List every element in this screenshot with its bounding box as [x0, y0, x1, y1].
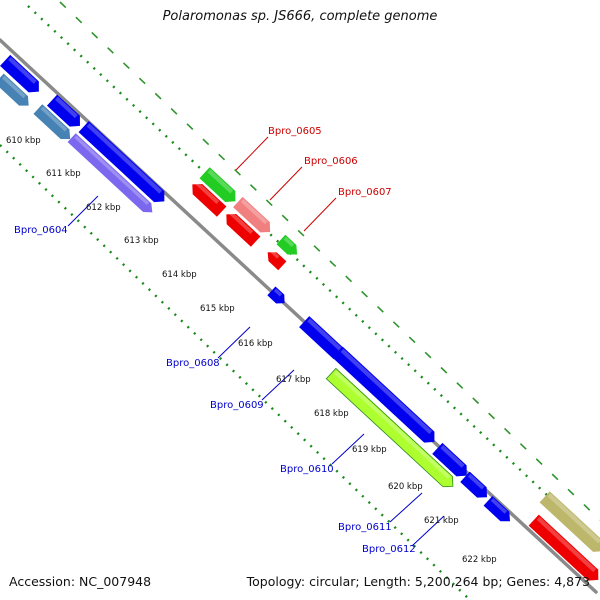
gene-label: Bpro_0612 [362, 544, 416, 555]
genome-summary-text: Topology: circular; Length: 5,200,264 bp… [246, 574, 590, 589]
tick-label: 619 kbp [352, 445, 387, 455]
gene-bar-0611 [432, 442, 467, 477]
tick-label: 615 kbp [200, 304, 235, 314]
gene-label: Bpro_0605 [268, 126, 322, 137]
gene-bar-0609 [332, 346, 435, 443]
callout-leader-line [269, 166, 303, 201]
tick-labels: 610 kbp 611 kbp 612 kbp 613 kbp 614 kbp 615 k… [6, 136, 497, 565]
gene-bar-0604 [67, 133, 153, 213]
tick-label: 622 kbp [462, 555, 497, 565]
gene-features [0, 54, 600, 581]
gene-bar-0605 [192, 181, 227, 217]
gene-label: Bpro_0610 [280, 464, 334, 475]
callout-leader-line [217, 326, 251, 359]
gene-callouts: Bpro_0604 Bpro_0605Bpro_0606Bpro_0607Bpro… [14, 126, 445, 555]
callout-leader-line [411, 515, 445, 547]
gene-label: Bpro_0608 [166, 358, 220, 369]
gene-bar-622-olive [539, 491, 600, 552]
gene-bar-610a [0, 54, 39, 93]
gene-bar-0610 [325, 367, 454, 488]
tick-label: 614 kbp [162, 270, 197, 280]
gene-bar-0612b [483, 496, 511, 522]
gene-bar-0608 [299, 316, 344, 360]
accession-text: Accession: NC_007948 [9, 574, 152, 589]
tick-label: 611 kbp [46, 169, 81, 179]
gene-label: Bpro_0611 [338, 522, 392, 533]
gene-bar-611a [46, 94, 80, 127]
gene-bar-0606 [233, 196, 271, 233]
gene-bar-0608-small [267, 286, 285, 304]
gene-bar-611b [33, 104, 71, 139]
callout-leader-line [331, 433, 365, 465]
gene-bar-0604-fwd [78, 121, 165, 203]
gene-bar-0606-red [226, 211, 261, 247]
outer-dashed-track [59, 1, 600, 521]
callout-leader-line [303, 197, 337, 232]
gene-bar-0607 [276, 234, 298, 255]
callout-leader-line [389, 492, 423, 523]
tick-label: 613 kbp [124, 236, 159, 246]
map-title: Polaromonas sp. JS666, complete genome [162, 9, 438, 24]
gene-bar-610b [0, 73, 29, 106]
gene-bar-0612a [460, 471, 488, 498]
tick-label: 618 kbp [314, 409, 349, 419]
callout-leader-line [261, 369, 295, 401]
gene-label: Bpro_0606 [304, 156, 358, 167]
tick-label: 616 kbp [238, 339, 273, 349]
tick-label: 620 kbp [388, 482, 423, 492]
callout-leader-line [235, 136, 269, 171]
tick-label: 610 kbp [6, 136, 41, 146]
gene-label: Bpro_0604 [14, 225, 68, 236]
gene-bar-622-red [528, 514, 599, 581]
inner-dotted-track [0, 144, 471, 600]
callout-leader-line [67, 195, 99, 227]
tick-label: 612 kbp [86, 203, 121, 213]
gene-label: Bpro_0609 [210, 400, 264, 411]
gene-bar-0607-red [267, 249, 287, 271]
gene-bar-0605-green [199, 167, 236, 203]
gene-label: Bpro_0607 [338, 187, 392, 198]
tick-label: 617 kbp [276, 375, 311, 385]
tick-label: 621 kbp [424, 516, 459, 526]
